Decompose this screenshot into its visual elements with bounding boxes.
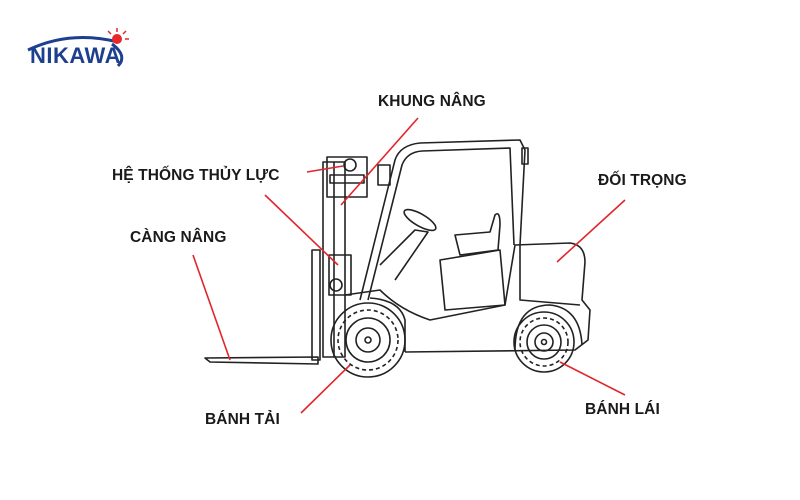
- label-counterweight: ĐỐI TRỌNG: [598, 172, 687, 189]
- label-forks: CÀNG NÂNG: [130, 229, 227, 246]
- front-wheel: [330, 302, 406, 378]
- leader-forks: [192, 254, 231, 361]
- leader-hydraulic-1: [306, 165, 344, 173]
- label-hydraulic-system: HỆ THỐNG THỦY LỰC: [112, 167, 280, 184]
- rear-wheel: [513, 311, 575, 373]
- leader-counterweight: [556, 199, 626, 263]
- leader-lifting-frame: [340, 117, 419, 206]
- label-steering-wheel: BÁNH LÁI: [585, 401, 660, 418]
- leader-steering-wheel: [559, 361, 626, 396]
- logo-graphic: [27, 28, 129, 68]
- label-lifting-frame: KHUNG NÂNG: [378, 93, 486, 110]
- forklift-body: [204, 139, 591, 365]
- label-load-wheel: BÁNH TẢI: [205, 411, 280, 428]
- leader-hydraulic-2: [264, 194, 339, 266]
- leader-load-wheel: [300, 364, 351, 414]
- logo: NIKAWA: [30, 43, 121, 68]
- leader-lines: [192, 117, 626, 414]
